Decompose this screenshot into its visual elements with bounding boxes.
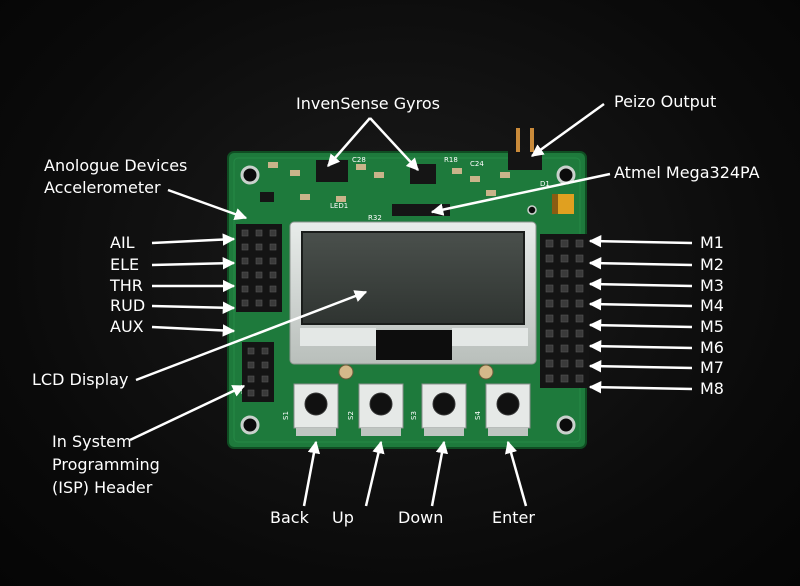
- button-arrows: [302, 440, 528, 507]
- arrow-motor-m8: [588, 380, 693, 394]
- arrow-accelerometer: [167, 188, 248, 221]
- input-arrows: [151, 233, 236, 337]
- arrow-motor-m3: [588, 277, 693, 291]
- arrow-motor-m1: [588, 234, 693, 248]
- arrow-input-rud: [151, 301, 236, 314]
- label-input-rud: RUD: [110, 296, 146, 315]
- label-motor-m1: M1: [700, 233, 724, 252]
- label-motor-m2: M2: [700, 255, 724, 274]
- label-input-ele: ELE: [110, 255, 140, 274]
- silk-s3: S3: [410, 411, 418, 420]
- isp-header: [242, 342, 274, 402]
- silk-s2: S2: [347, 411, 355, 420]
- arrow-gyro-right: [369, 117, 419, 171]
- label-isp-line1: In System: [52, 432, 132, 451]
- silk-s1: S1: [282, 411, 290, 420]
- silk-led1: LED1: [330, 202, 348, 210]
- label-button-enter: Enter: [492, 508, 535, 527]
- arrow-motor-m6: [588, 339, 693, 353]
- button-down[interactable]: S3: [410, 383, 467, 436]
- label-analogue-devices: Anologue Devices: [44, 156, 188, 175]
- arrow-peizo: [530, 102, 605, 158]
- label-button-down: Down: [398, 508, 444, 527]
- piezo-header: [508, 128, 542, 170]
- arrow-motor-m7: [588, 359, 693, 373]
- label-motor-m6: M6: [700, 338, 724, 357]
- label-motor-m3: M3: [700, 276, 724, 295]
- silk-r32: R32: [368, 214, 382, 222]
- label-isp-line2: Programming: [52, 455, 160, 474]
- silk-s4: S4: [474, 411, 482, 420]
- lcd-module: [289, 221, 537, 365]
- input-pin-header: [236, 224, 282, 312]
- arrow-atmel: [430, 172, 611, 216]
- label-motor-m5: M5: [700, 317, 724, 336]
- motor-pin-header: [540, 234, 589, 388]
- arrow-motor-m4: [588, 297, 693, 311]
- motor-arrows: [588, 234, 693, 394]
- label-isp-line3: (ISP) Header: [52, 478, 153, 497]
- label-motor-m4: M4: [700, 296, 724, 315]
- arrow-button-enter: [505, 440, 528, 507]
- arrow-isp: [129, 384, 246, 442]
- smd-components: [260, 160, 574, 216]
- label-input-aux: AUX: [110, 317, 144, 336]
- lcd-screen: [301, 231, 525, 325]
- silk-c28: C28: [352, 156, 366, 164]
- arrow-button-up: [364, 440, 385, 507]
- silk-d1: D1: [540, 180, 550, 188]
- callout-arrows: [129, 102, 611, 442]
- silk-c24: C24: [470, 160, 484, 168]
- silk-r18: R18: [444, 156, 458, 164]
- arrow-button-down: [430, 440, 449, 507]
- label-button-up: Up: [332, 508, 354, 527]
- label-button-back: Back: [270, 508, 309, 527]
- label-accelerometer: Accelerometer: [44, 178, 161, 197]
- button-up[interactable]: S2: [347, 383, 404, 436]
- arrow-input-ele: [151, 257, 236, 270]
- label-input-ail: AIL: [110, 233, 135, 252]
- lcd-ribbon: [376, 330, 452, 360]
- label-motor-m8: M8: [700, 379, 724, 398]
- tactile-buttons: S1 S2 S3 S4: [282, 383, 531, 436]
- arrow-lcd: [135, 290, 368, 382]
- label-lcd-display: LCD Display: [32, 370, 129, 389]
- arrow-motor-m2: [588, 256, 693, 270]
- label-atmel-mega: Atmel Mega324PA: [614, 163, 760, 182]
- label-input-thr: THR: [110, 276, 143, 295]
- arrow-motor-m5: [588, 318, 693, 332]
- arrow-input-aux: [151, 324, 236, 337]
- button-enter[interactable]: S4: [474, 383, 531, 436]
- label-invensense-gyros: InvenSense Gyros: [296, 94, 440, 113]
- label-motor-m7: M7: [700, 358, 724, 377]
- arrow-gyro-left: [327, 117, 371, 167]
- arrow-button-back: [302, 440, 321, 507]
- lcd-screws: [338, 364, 494, 380]
- arrow-input-ail: [151, 233, 236, 246]
- button-back[interactable]: S1: [282, 383, 339, 436]
- label-peizo-output: Peizo Output: [614, 92, 717, 111]
